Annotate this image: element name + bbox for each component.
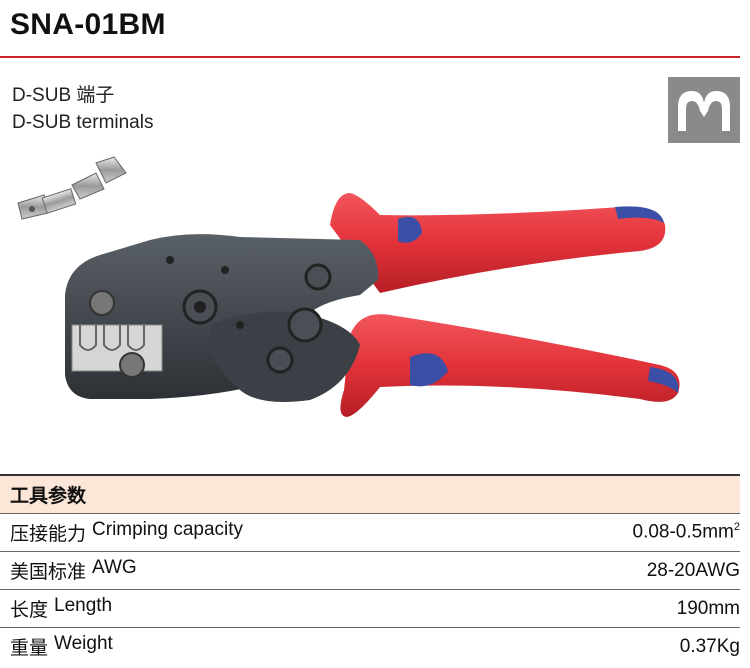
spec-value: 28-20AWG (646, 559, 740, 581)
spec-table-header: 工具参数 (0, 474, 740, 513)
dsub-terminal-image (14, 155, 132, 227)
spec-value: 190mm (676, 597, 740, 619)
spec-row-crimping-capacity: 压接能力 Crimping capacity 0.08-0.5mm2 (0, 513, 740, 551)
product-title: SNA-01BM (10, 8, 166, 41)
spec-value-superscript: 2 (733, 521, 740, 534)
spec-label-zh: 长度 (10, 600, 49, 621)
spec-label-en: Length (54, 595, 113, 616)
spec-value: 0.08-0.5mm2 (632, 521, 741, 543)
spec-table: 工具参数 压接能力 Crimping capacity 0.08-0.5mm2 … (0, 474, 740, 665)
spec-label-zh: 重量 (10, 638, 49, 659)
title-divider (0, 56, 740, 58)
spec-label-zh: 美国标准 (10, 562, 87, 583)
spec-row-awg: 美国标准 AWG 28-20AWG (0, 551, 740, 589)
spec-label-en: Crimping capacity (92, 519, 244, 540)
subtitle-chinese: D-SUB 端子 (12, 85, 115, 106)
spec-row-weight: 重量 Weight 0.37Kg (0, 627, 740, 665)
crimping-plier-image (60, 185, 700, 430)
spec-value: 0.37Kg (679, 635, 740, 657)
spec-label-en: Weight (54, 633, 113, 654)
spec-label-en: AWG (92, 557, 137, 578)
spec-row-length: 长度 Length 190mm (0, 589, 740, 627)
subtitle-english: D-SUB terminals (12, 112, 154, 133)
spec-label-zh: 压接能力 (10, 524, 87, 545)
crimp-die-profile-icon (668, 77, 740, 143)
